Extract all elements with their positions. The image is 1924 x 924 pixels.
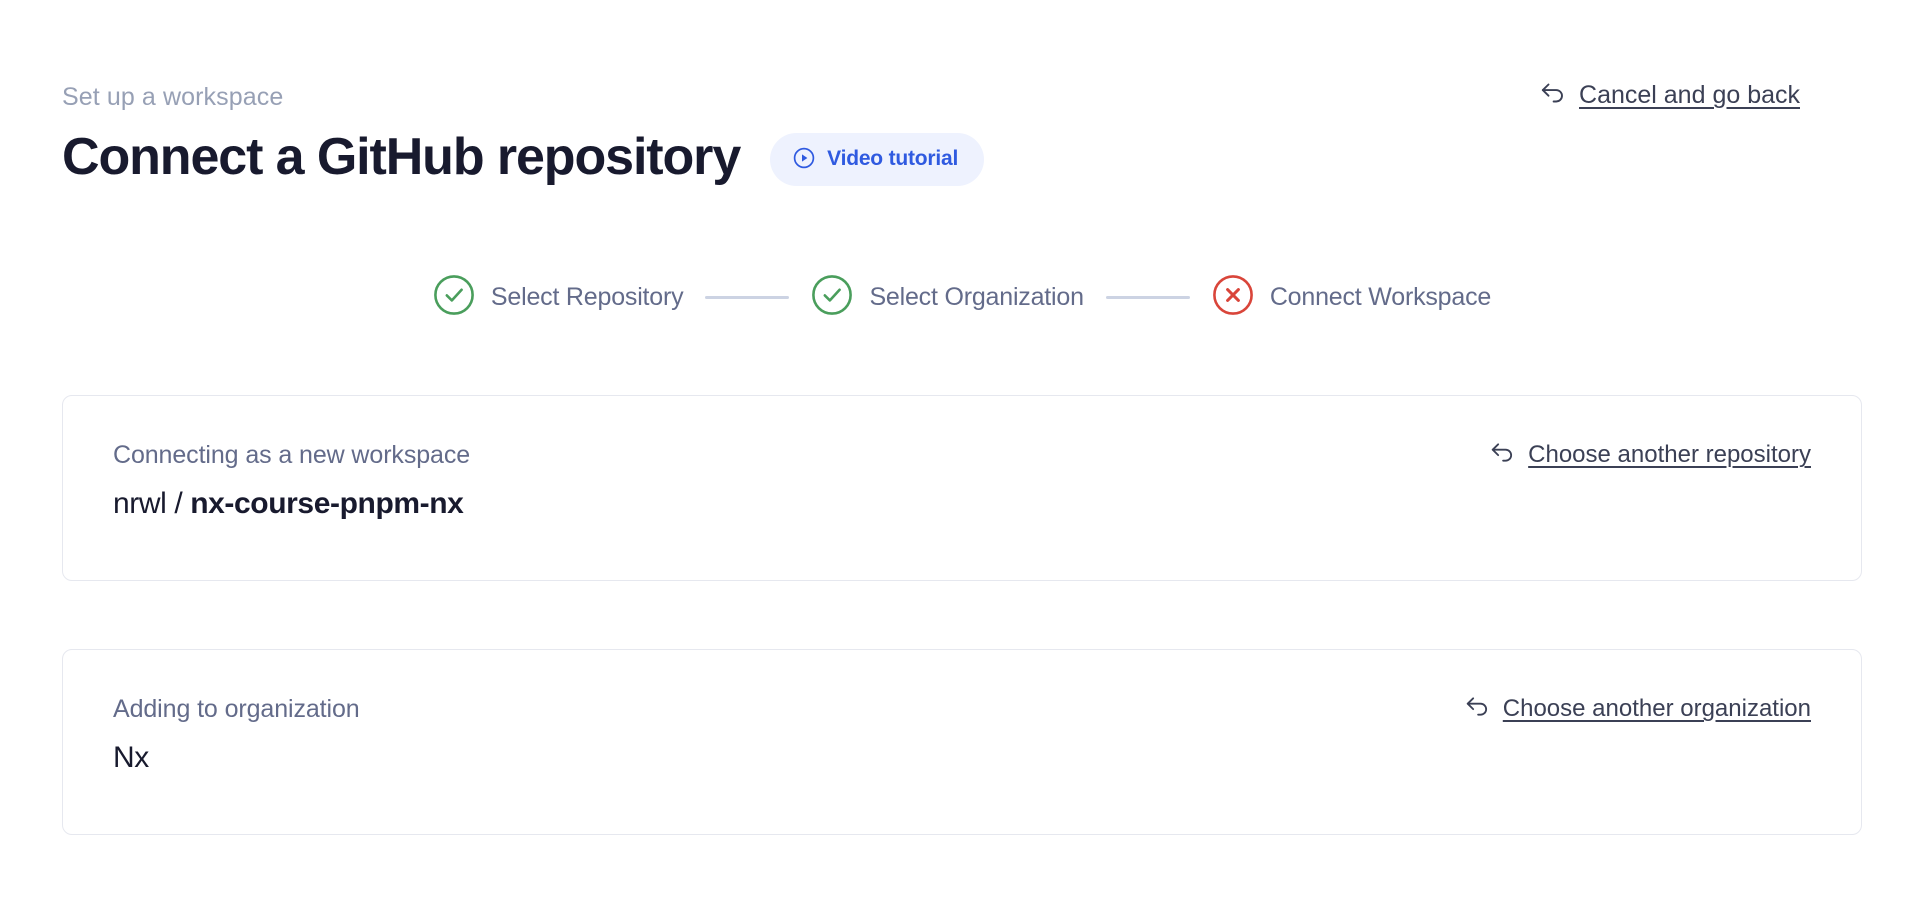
- choose-another-repository-link[interactable]: Choose another repository: [1489, 440, 1811, 470]
- choose-another-organization-link[interactable]: Choose another organization: [1464, 694, 1811, 724]
- repository-card: Connecting as a new workspace nrwl / nx-…: [62, 395, 1862, 582]
- organization-card: Adding to organization Nx Choose another…: [62, 649, 1862, 836]
- back-arrow-icon: [1464, 694, 1491, 724]
- organization-card-caption: Adding to organization: [113, 695, 360, 724]
- play-circle-icon: [792, 146, 816, 173]
- step-connector-1: [705, 296, 790, 300]
- video-tutorial-button[interactable]: Video tutorial: [770, 132, 985, 186]
- step-label-select-repository: Select Repository: [490, 283, 684, 312]
- step-select-organization[interactable]: Select Organization: [811, 274, 1084, 321]
- page-header: Set up a workspace Connect a GitHub repo…: [62, 0, 1862, 186]
- back-arrow-icon: [1489, 440, 1516, 470]
- organization-name: Nx: [113, 741, 149, 775]
- video-tutorial-label: Video tutorial: [827, 147, 959, 171]
- back-arrow-icon: [1539, 80, 1567, 111]
- check-circle-icon: [811, 274, 853, 321]
- step-label-connect-workspace: Connect Workspace: [1269, 283, 1492, 312]
- step-select-repository[interactable]: Select Repository: [433, 274, 684, 321]
- step-label-select-organization: Select Organization: [869, 283, 1084, 312]
- repository-owner: nrwl /: [113, 487, 191, 521]
- organization-card-value: Nx: [113, 740, 1811, 776]
- cancel-and-go-back-link[interactable]: Cancel and go back: [1539, 80, 1800, 111]
- check-circle-icon: [433, 274, 475, 321]
- choose-another-repository-label: Choose another repository: [1528, 441, 1811, 469]
- breadcrumb-eyebrow: Set up a workspace: [62, 83, 284, 111]
- x-circle-icon: [1212, 274, 1254, 321]
- summary-cards: Connecting as a new workspace nrwl / nx-…: [62, 395, 1862, 836]
- repository-name: nx-course-pnpm-nx: [190, 487, 464, 521]
- progress-stepper: Select Repository Select Organization Co…: [62, 274, 1862, 321]
- step-connector-2: [1105, 296, 1190, 300]
- repository-card-caption: Connecting as a new workspace: [113, 441, 471, 470]
- repository-card-value: nrwl / nx-course-pnpm-nx: [113, 486, 1811, 522]
- choose-another-organization-label: Choose another organization: [1502, 695, 1811, 723]
- title-row: Connect a GitHub repository Video tutori…: [62, 128, 1862, 186]
- cancel-and-go-back-label: Cancel and go back: [1579, 81, 1800, 109]
- step-connect-workspace[interactable]: Connect Workspace: [1212, 274, 1491, 321]
- page-title: Connect a GitHub repository: [62, 128, 741, 186]
